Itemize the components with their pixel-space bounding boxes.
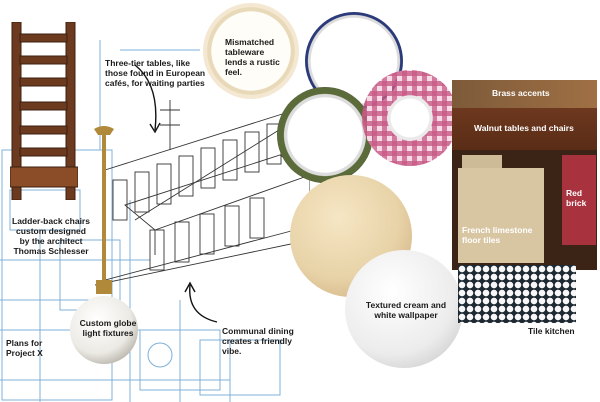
communal-caption: Communal dining creates a friendly vibe. [222, 326, 294, 356]
globe-caption: Custom globe light fixtures [79, 318, 137, 338]
wallpaper-caption: Textured cream and white wallpaper [365, 300, 447, 320]
gingham-plate [362, 70, 458, 166]
plans-caption: Plans for Project X [6, 338, 43, 358]
globe-lamp-image [70, 126, 138, 364]
tableware-caption: Mismatched tableware lends a rustic feel… [225, 37, 280, 77]
green-rim-plate [277, 87, 373, 183]
floral-plate [203, 3, 299, 99]
curved-arrow-icon [134, 64, 161, 134]
red-brick-caption: Red brick [566, 188, 587, 208]
ladder-back-chair-image [10, 22, 78, 200]
brass-caption: Brass accents [492, 88, 550, 98]
limestone-caption: French limestone floor tiles [462, 225, 533, 245]
white-wallpaper-swatch [345, 250, 463, 368]
tables-caption: Three-tier tables, like those found in E… [105, 58, 206, 88]
walnut-caption: Walnut tables and chairs [474, 123, 574, 133]
chairs-caption: Ladder-back chairs custom designed by th… [12, 216, 90, 256]
penny-tile-swatch [458, 265, 576, 323]
limestone-tile-large [458, 168, 544, 263]
tile-caption: Tile kitchen [528, 326, 575, 336]
brass-panel [452, 80, 597, 108]
red-brick-tile [562, 155, 596, 245]
curved-arrow-icon [184, 281, 218, 323]
